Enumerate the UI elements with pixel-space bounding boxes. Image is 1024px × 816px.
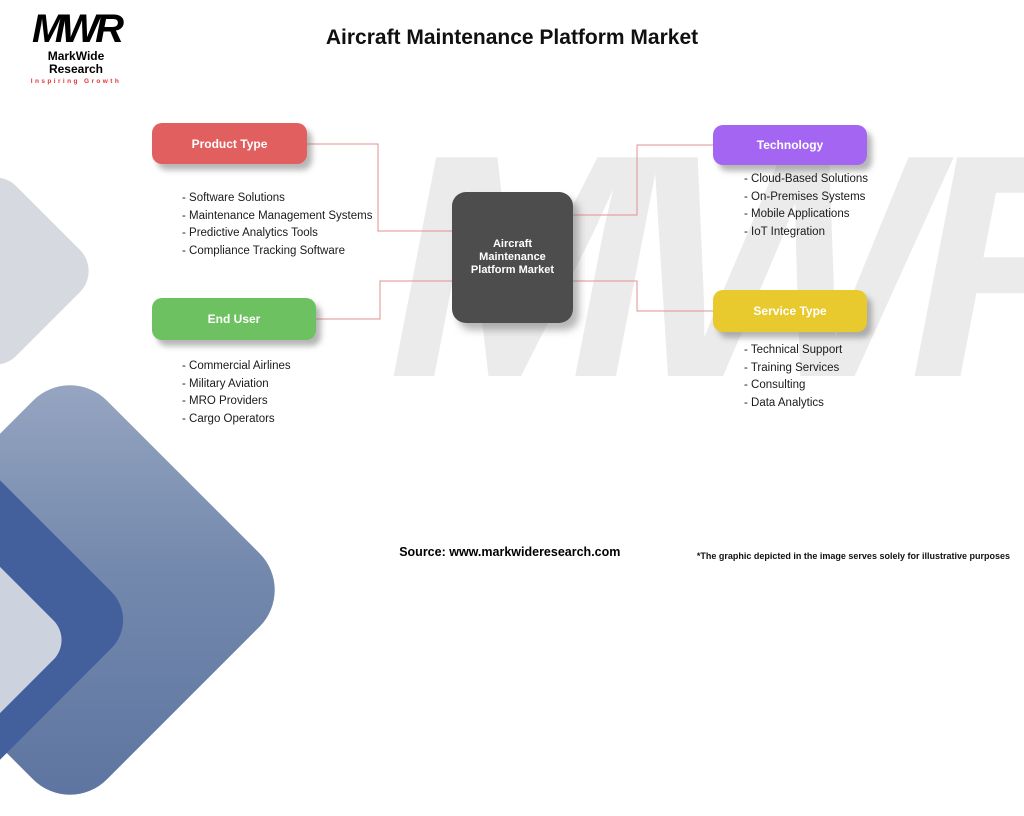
center-market-node: Aircraft Maintenance Platform Market — [452, 192, 573, 323]
connector-technology — [573, 144, 713, 216]
segment-label: Service Type — [753, 304, 827, 318]
list-item: - Commercial Airlines — [182, 360, 291, 372]
list-item: - MRO Providers — [182, 395, 268, 407]
connector-lines — [307, 143, 713, 320]
list-item: - Technical Support — [744, 344, 843, 356]
center-node-line1: Aircraft Maintenance — [479, 238, 546, 263]
list-item: - Military Aviation — [182, 377, 269, 390]
segment-label: End User — [207, 312, 261, 326]
segment-list-product-type: - Software Solutions - Maintenance Manag… — [182, 190, 372, 260]
segment-label: Technology — [756, 138, 824, 152]
segment-label: Product Type — [191, 136, 268, 151]
segment-list-service-type: - Technical Support - Training Services … — [744, 342, 842, 412]
list-item: - Data Analytics — [744, 396, 824, 409]
disclaimer-text: *The graphic depicted in the image serve… — [696, 551, 1010, 561]
list-item: - Predictive Analytics Tools — [182, 227, 318, 239]
center-node-line2: Platform Market — [470, 264, 555, 276]
list-item: - Maintenance Management Systems — [182, 209, 373, 222]
segment-list-end-user: - Commercial Airlines - Military Aviatio… — [182, 358, 291, 428]
segment-header-product-type: Product Type — [152, 123, 307, 164]
list-item: - On-Premises Systems — [744, 190, 866, 203]
logo-company-name: MarkWide Research — [47, 49, 105, 76]
markwide-research-logo: MWR MarkWide Research Inspiring Growth — [22, 8, 130, 85]
list-item: - Mobile Applications — [744, 208, 850, 220]
list-item: - Cloud-Based Solutions — [744, 173, 869, 185]
list-item: - IoT Integration — [744, 225, 825, 238]
connector-service-type — [573, 280, 713, 312]
page-title: Aircraft Maintenance Platform Market — [325, 26, 699, 49]
list-item: - Compliance Tracking Software — [182, 244, 345, 257]
connector-product-type — [307, 143, 452, 232]
connector-end-user — [316, 280, 452, 320]
segment-header-technology: Technology — [713, 125, 867, 165]
logo-acronym-text: MWR — [32, 7, 124, 51]
logo-tagline: Inspiring Growth — [30, 78, 122, 85]
segment-header-service-type: Service Type — [713, 290, 867, 332]
list-item: - Software Solutions — [182, 192, 285, 204]
source-text: Source: www.markwideresearch.com — [399, 545, 621, 559]
list-item: - Cargo Operators — [182, 412, 275, 425]
segment-list-technology: - Cloud-Based Solutions - On-Premises Sy… — [744, 171, 868, 241]
segment-header-end-user: End User — [152, 298, 316, 340]
list-item: - Consulting — [744, 379, 806, 391]
list-item: - Training Services — [744, 361, 840, 374]
